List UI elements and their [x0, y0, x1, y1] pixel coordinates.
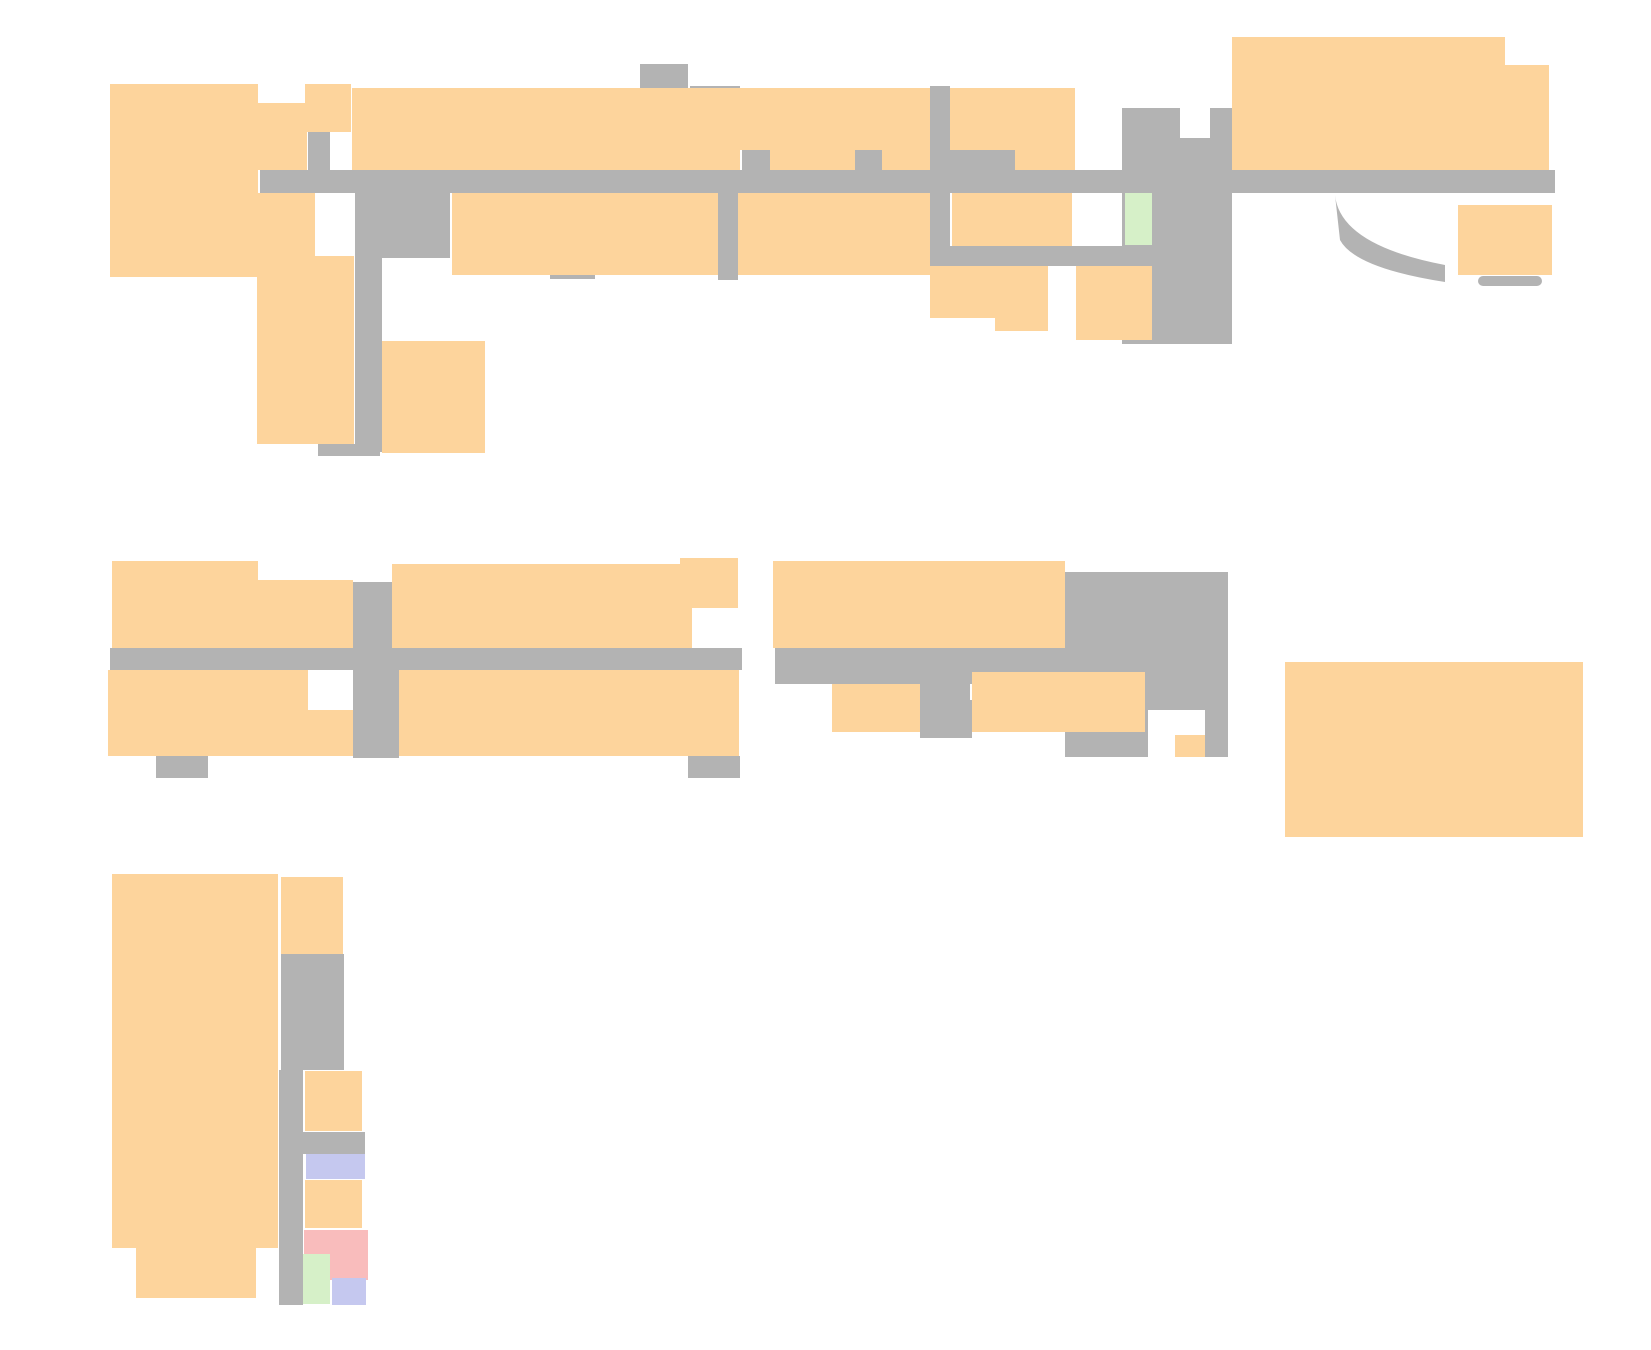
top-corridor-stub-1 — [308, 132, 330, 174]
top-room-northeast — [1232, 37, 1505, 170]
top-room-north-5 — [950, 88, 1075, 150]
top-room-north-3 — [740, 88, 882, 150]
top-corridor-stub-6 — [950, 150, 1015, 175]
top-room-north-5b — [1015, 150, 1075, 170]
top-corridor-stub-4 — [742, 150, 770, 175]
bottom-room-blue-1 — [306, 1154, 365, 1179]
bottom-building-block — [112, 874, 368, 1305]
top-room-north-4 — [882, 88, 930, 170]
top-corridor-stub-2 — [640, 64, 688, 88]
mid-corridor-west — [110, 648, 742, 670]
top-room-northeast-ext — [1505, 65, 1549, 170]
top-corridor-riser-2 — [930, 86, 950, 266]
mid-room-2 — [108, 670, 308, 756]
top-room-west-narrow — [257, 103, 307, 170]
top-room-southwest — [382, 341, 485, 453]
top-room-west-tall — [257, 256, 354, 444]
bottom-corridor-spine — [279, 1070, 303, 1305]
mid-room-6c — [1175, 735, 1205, 757]
top-room-north-1 — [352, 88, 640, 170]
top-room-west-large — [110, 84, 258, 277]
bottom-corridor-core — [281, 954, 344, 1070]
mid-corridor-spine — [353, 582, 399, 758]
top-corridor-west-foot — [318, 444, 380, 456]
mid-corridor-east-tab — [920, 700, 972, 738]
bottom-corridor-stub — [303, 1132, 365, 1154]
mid-room-4 — [399, 670, 739, 756]
mid-room-3 — [392, 564, 692, 648]
bottom-room-mid-1 — [305, 1071, 362, 1131]
top-corridor-stub-5 — [855, 150, 883, 175]
top-corridor-core-2-crown — [1180, 108, 1210, 138]
top-room-south-5 — [1076, 266, 1152, 340]
mid-room-6a — [832, 684, 920, 732]
top-corridor-east-tab — [1478, 276, 1542, 286]
top-room-south-1 — [452, 193, 718, 275]
top-room-south-3 — [952, 193, 1072, 246]
top-corridor-riser-1 — [718, 190, 738, 280]
mid-room-detached — [1285, 662, 1583, 837]
top-room-east — [1458, 205, 1552, 275]
top-room-north-2 — [640, 88, 740, 170]
top-corridor-curve — [1335, 195, 1445, 282]
top-room-south-green — [1125, 193, 1152, 245]
bottom-room-tall — [112, 874, 278, 1248]
mid-room-1b — [258, 580, 353, 648]
mid-corridor-hall-edge — [1205, 710, 1228, 757]
top-corridor-core-1 — [380, 190, 450, 258]
mid-room-5 — [773, 561, 1065, 648]
mid-corridor-foot-1 — [156, 756, 208, 778]
top-room-west-small — [305, 84, 351, 132]
mid-room-3b — [680, 558, 738, 608]
top-room-south-2 — [738, 193, 930, 275]
bottom-room-blue-2 — [332, 1278, 366, 1305]
mid-room-1a — [112, 561, 258, 648]
bottom-room-green — [303, 1254, 330, 1304]
bottom-room-mid-2 — [305, 1180, 362, 1228]
top-building-block — [110, 37, 1555, 456]
top-room-south-4b — [995, 266, 1048, 331]
bottom-room-top-small — [281, 877, 343, 954]
mid-corridor-foot-2 — [688, 756, 740, 778]
top-room-west-corridor-side — [257, 193, 315, 256]
mid-room-6b — [972, 672, 1145, 732]
middle-building-block — [108, 558, 1583, 837]
top-corridor-west-spine — [355, 190, 382, 452]
bottom-room-tall-foot — [136, 1248, 256, 1298]
top-room-north-3b — [770, 150, 855, 170]
top-main-corridor — [260, 170, 1555, 193]
mid-room-2b — [305, 710, 353, 756]
top-corridor-branch — [930, 246, 1160, 266]
